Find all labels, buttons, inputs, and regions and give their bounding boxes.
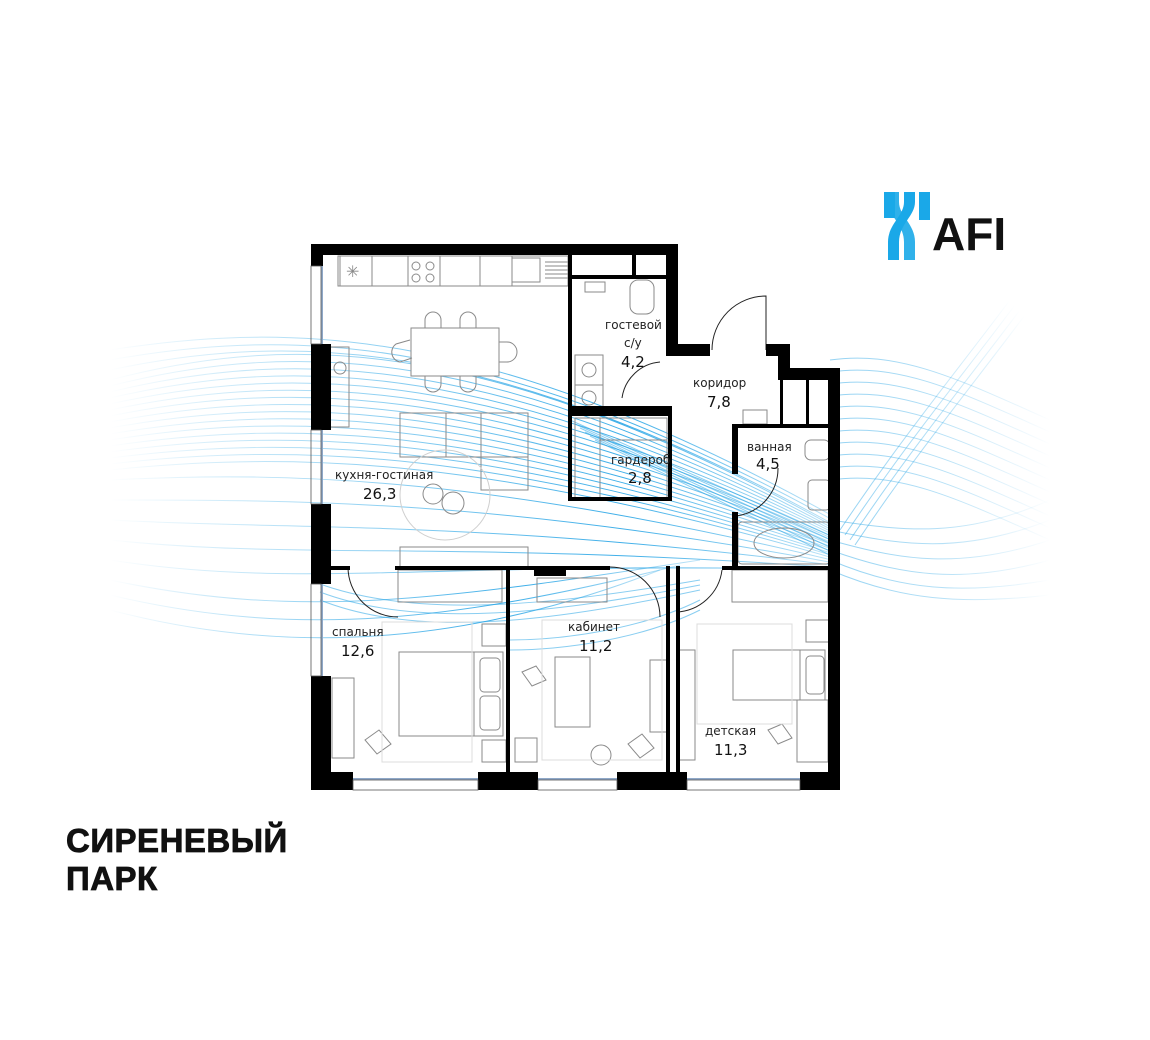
room-area-corridor: 7,8 [707, 393, 731, 411]
room-label-bathroom: ванная [747, 440, 792, 454]
project-name-line1: СИРЕНЕВЫЙ [66, 822, 288, 860]
furniture: ✳ [320, 255, 831, 766]
room-area-wardrobe: 2,8 [628, 469, 652, 487]
room-label-bedroom: спальня [332, 625, 384, 639]
room-area-kitchen-living: 26,3 [363, 485, 396, 503]
room-area-kids: 11,3 [714, 741, 747, 759]
room-area-guest-wc: 4,2 [621, 353, 645, 371]
room-area-bathroom: 4,5 [756, 455, 780, 473]
room-label-guest-wc-2: с/у [624, 336, 642, 350]
room-labels: кухня-гостиная 26,3 гостевой с/у 4,2 кор… [332, 318, 792, 759]
room-label-kids: детская [705, 724, 756, 738]
room-label-guest-wc: гостевой [605, 318, 662, 332]
wave-decoration [109, 299, 1051, 651]
windows [321, 266, 800, 780]
room-area-bedroom: 12,6 [341, 642, 374, 660]
room-area-study: 11,2 [579, 637, 612, 655]
project-name-line2: ПАРК [66, 860, 158, 898]
room-label-wardrobe: гардероб [611, 453, 670, 467]
room-label-corridor: коридор [693, 376, 746, 390]
svg-text:✳: ✳ [346, 264, 359, 281]
room-label-study: кабинет [568, 620, 620, 634]
walls [311, 244, 840, 790]
door-swings [347, 295, 779, 618]
afi-logo-mark [884, 192, 930, 260]
room-label-kitchen-living: кухня-гостиная [335, 468, 433, 482]
project-name: СИРЕНЕВЫЙ ПАРК [66, 822, 288, 898]
afi-logo-text: AFI [932, 208, 1007, 260]
